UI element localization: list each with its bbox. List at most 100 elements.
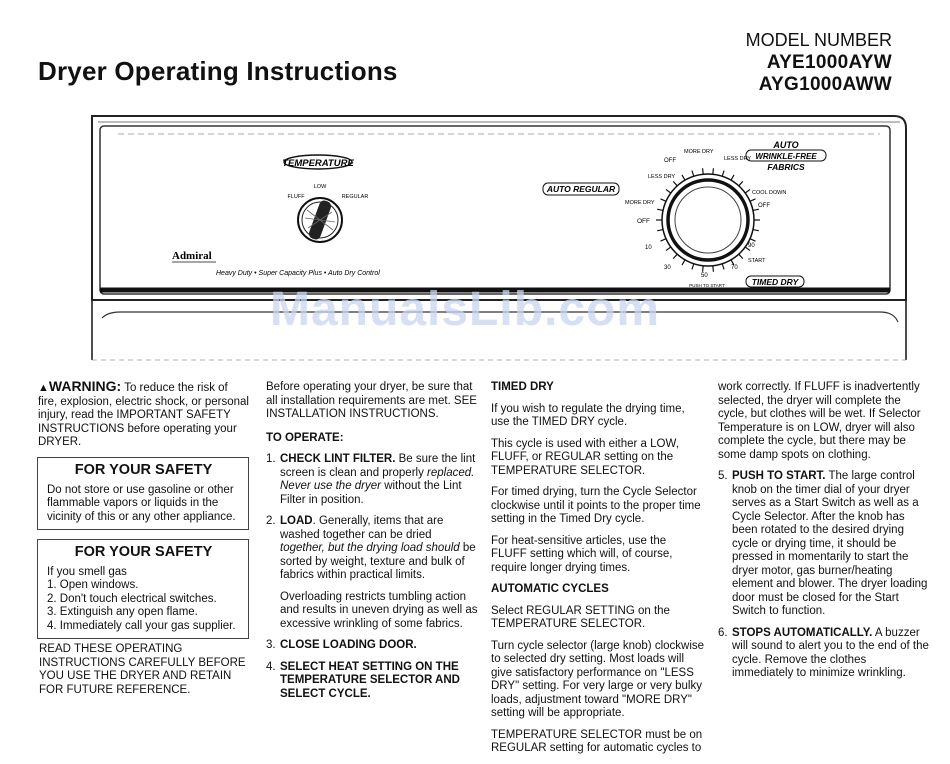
dial-tick <box>701 168 704 175</box>
wrinkle-free-label: WRINKLE-FREE <box>755 152 817 161</box>
dial-off-top: OFF <box>664 158 676 164</box>
temperature-badge <box>283 154 353 170</box>
dial-off-left: OFF <box>637 218 650 225</box>
dial-tick <box>672 180 678 187</box>
dial-tick <box>738 180 744 187</box>
dial-tick <box>738 253 744 260</box>
dial-tick <box>665 188 672 194</box>
fabrics-label: FABRICS <box>767 162 805 172</box>
cycle-selector-dial <box>656 168 760 272</box>
temperature-label: TEMPERATURE <box>282 158 354 169</box>
step-2: 2. LOAD. Generally, items that are washe… <box>266 515 478 630</box>
model-number-2: AYG1000AWW <box>758 74 892 95</box>
safety-box-2: FOR YOUR SAFETY If you smell gas 1. Open… <box>37 539 249 639</box>
dial-tick <box>721 170 725 177</box>
dial-less-dry-right: LESS DRY <box>724 156 751 162</box>
paragraph: Turn cycle selector (large knob) clockwi… <box>491 639 705 720</box>
safety-box-1-title: FOR YOUR SAFETY <box>74 462 213 478</box>
dial-more-dry-left: MORE DRY <box>625 200 655 206</box>
warning-text: To reduce the risk of fire, explosion, e… <box>38 382 249 448</box>
list-item: 2. Don't touch electrical switches. <box>47 592 217 605</box>
dial-tick <box>681 259 686 266</box>
step-6: 6. STOPS AUTOMATICALLY. A buzzer will so… <box>718 626 929 680</box>
brand-logo: Admiral <box>172 250 212 262</box>
list-item: 3. Extinguish any open flame. <box>47 606 198 618</box>
dryer-control-panel: TEMPERATURE FLUFF LOW REGULAR Admiral He… <box>91 115 907 361</box>
column-timed-dry: TIMED DRY If you wish to regulate the dr… <box>491 381 705 764</box>
paragraph: work correctly. If FLUFF is inadvertentl… <box>718 381 921 461</box>
panel-tagline: Heavy Duty • Super Capacity Plus • Auto … <box>216 270 380 277</box>
warning-paragraph: ▲WARNING: To reduce the risk of fire, ex… <box>38 378 250 450</box>
dial-more-dry-top: MORE DRY <box>684 149 714 155</box>
step-3: 3. CLOSE LOADING DOOR. <box>266 639 417 651</box>
list-item: 4. Immediately call your gas supplier. <box>47 619 236 632</box>
dial-90: 90 <box>748 243 755 249</box>
dial-off-right: OFF <box>758 203 770 209</box>
dial-tick <box>681 174 686 181</box>
dial-cool-down: COOL DOWN <box>752 190 786 196</box>
dial-tick <box>744 188 751 194</box>
safety-box-1: FOR YOUR SAFETY Do not store or use gaso… <box>37 457 249 530</box>
dial-tick <box>712 168 715 175</box>
step-4: 4. SELECT HEAT SETTING ON THE TEMPERATUR… <box>266 660 460 700</box>
read-instructions-footer: READ THESE OPERATING INSTRUCTIONS CAREFU… <box>39 643 246 696</box>
timed-dry-label: TIMED DRY <box>752 277 800 287</box>
dial-50: 50 <box>701 273 708 279</box>
model-number-label: MODEL NUMBER <box>745 30 892 50</box>
step-1: 1. CHECK LINT FILTER. Be sure the lint s… <box>266 453 476 506</box>
dial-tick <box>657 228 664 232</box>
dial-30: 30 <box>664 265 671 271</box>
auto-regular-label: AUTO REGULAR <box>546 184 616 194</box>
console-face <box>99 125 891 295</box>
dial-tick <box>657 208 664 212</box>
to-operate-heading: TO OPERATE: <box>266 431 344 444</box>
automatic-cycles-heading: AUTOMATIC CYCLES <box>491 583 609 595</box>
console-outline <box>91 115 907 301</box>
paragraph: If you wish to regulate the drying time,… <box>491 402 685 429</box>
dial-tick <box>730 174 735 181</box>
dial-start: START <box>748 258 766 264</box>
temp-fluff-label: FLUFF <box>287 194 305 200</box>
cycle-knob <box>666 178 750 262</box>
page-title: Dryer Operating Instructions <box>38 56 398 86</box>
dial-tick <box>665 246 672 252</box>
paragraph: This cycle is used with either a LOW, FL… <box>491 437 679 477</box>
temp-regular-label: REGULAR <box>342 194 369 200</box>
operate-steps-list: 1. CHECK LINT FILTER. Be sure the lint s… <box>266 453 478 701</box>
dial-tick <box>672 253 678 260</box>
dial-70: 70 <box>731 265 738 271</box>
dial-tick <box>730 259 735 266</box>
dial-tick <box>691 263 695 270</box>
paragraph: For timed drying, turn the Cycle Selecto… <box>491 486 701 525</box>
watermark: ManualsLib.com <box>270 283 661 336</box>
safety-box-2-intro: If you smell gas <box>47 565 127 578</box>
dial-less-dry-left: LESS DRY <box>648 174 675 180</box>
model-number-1: AYE1000AYW <box>766 52 892 73</box>
dial-tick <box>752 228 759 232</box>
start-stop-steps-list: 5. PUSH TO START. The large control knob… <box>718 470 930 681</box>
safety-box-1-text: Do not store or use gasoline or other fl… <box>47 483 236 523</box>
dial-tick <box>660 198 667 202</box>
gas-steps-list: 1. Open windows. 2. Don't touch electric… <box>47 579 240 633</box>
column-start-stop: work correctly. If FLUFF is inadvertentl… <box>718 381 930 689</box>
dial-10: 10 <box>645 245 652 251</box>
dial-tick <box>691 170 695 177</box>
warning-label: WARNING: <box>48 378 122 394</box>
temp-low-label: LOW <box>314 184 327 190</box>
dial-tick <box>712 265 715 272</box>
timed-dry-heading: TIMED DRY <box>491 381 554 393</box>
dial-tick <box>749 238 756 242</box>
dial-tick <box>721 263 725 270</box>
dial-tick <box>752 208 759 212</box>
column-safety: ▲WARNING: To reduce the risk of fire, ex… <box>38 378 250 458</box>
column-to-operate: Before operating your dryer, be sure tha… <box>266 381 478 709</box>
paragraph: For heat-sensitive articles, use the FLU… <box>491 534 673 574</box>
dial-tick <box>660 238 667 242</box>
paragraph: TEMPERATURE SELECTOR must be on REGULAR … <box>491 728 703 755</box>
overloading-note: Overloading restricts tumbling action an… <box>280 590 478 630</box>
paragraph: Select REGULAR SETTING on the TEMPERATUR… <box>491 604 670 631</box>
step-5: 5. PUSH TO START. The large control knob… <box>718 470 928 617</box>
warning-icon: ▲ <box>38 382 49 394</box>
intro-paragraph: Before operating your dryer, be sure tha… <box>266 381 477 420</box>
dial-tick <box>744 246 751 252</box>
